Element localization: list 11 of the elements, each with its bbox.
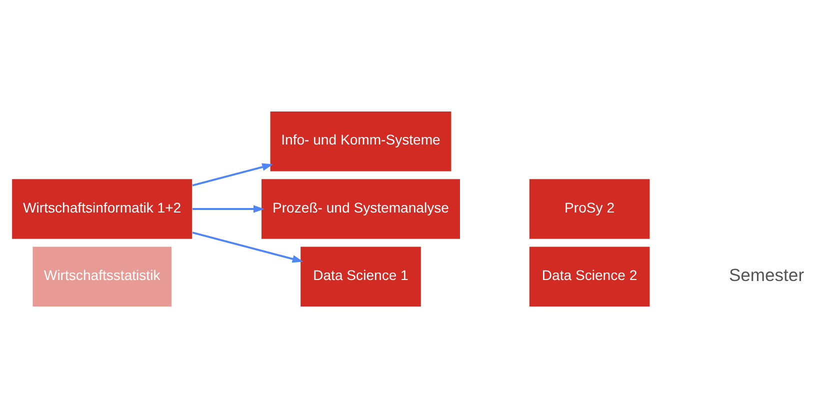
arrow — [192, 232, 304, 263]
node-box: ProSy 2 — [529, 179, 650, 239]
arrow — [192, 205, 264, 213]
node-box: Wirtschaftsinformatik 1+2 — [12, 179, 192, 239]
node-box: Prozeß- und Systemanalyse — [262, 179, 460, 239]
node-box: Info- und Komm-Systeme — [270, 112, 452, 172]
node-box: Data Science 1 — [300, 246, 421, 306]
arrow — [192, 163, 274, 186]
node-box: Wirtschaftsstatistik — [32, 246, 172, 306]
label: Semester — [728, 265, 804, 286]
node-box: Data Science 2 — [529, 246, 650, 306]
